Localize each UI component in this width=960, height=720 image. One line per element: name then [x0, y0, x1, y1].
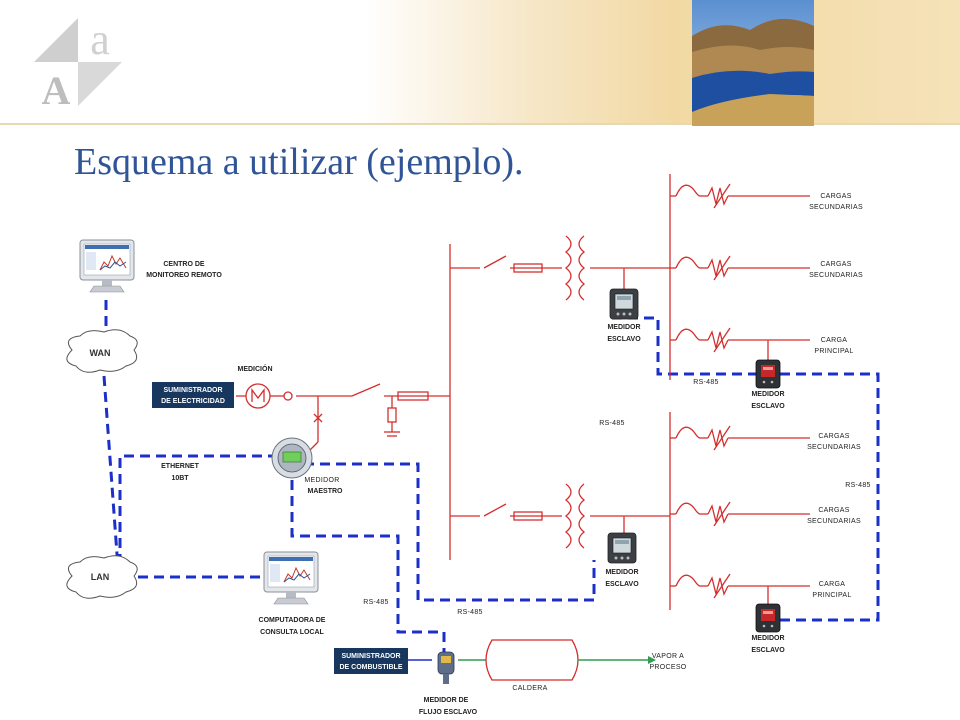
slave-upper-label-1: MEDIDOR [607, 324, 640, 331]
rs485-label-2: RS-485 [599, 420, 625, 427]
slave-meter-main-load-2 [755, 603, 781, 633]
fuel-supplier-line2: DE COMBUSTIBLE [340, 664, 403, 671]
master-meter-label-2: MAESTRO [308, 488, 344, 495]
steam-label-1: VAPOR A [652, 653, 684, 660]
lan-label: LAN [91, 572, 110, 582]
medicion-label: MEDICIÓN [238, 364, 273, 373]
measurement-symbol [245, 383, 271, 409]
master-meter-label-1: MEDIDOR [304, 477, 339, 484]
load-2-label-2: SECUNDARIAS [809, 272, 863, 279]
remote-center-label-1: CENTRO DE [163, 261, 205, 268]
rs485-label-5: RS-485 [457, 609, 483, 616]
flow-meter-label-2: FLUJO ESCLAVO [419, 709, 478, 716]
slave-lower-label-2: ESCLAVO [605, 581, 639, 588]
fuel-supplier-box: SUMINISTRADOR DE COMBUSTIBLE [334, 648, 408, 674]
load-4-label-1: CARGAS [818, 433, 849, 440]
slave-meter-main-load-1 [755, 359, 781, 389]
electric-supplier-line2: DE ELECTRICIDAD [161, 398, 225, 405]
steam-label-2: PROCESO [649, 664, 686, 671]
fuel-supplier-line1: SUMINISTRADOR [341, 653, 400, 660]
slave-meter-lower [607, 532, 637, 564]
wan-cloud: WAN [66, 329, 138, 373]
flow-meter-label-1: MEDIDOR DE [424, 697, 469, 704]
slave-meter-upper [609, 288, 639, 320]
slave-main1-label-1: MEDIDOR [751, 391, 784, 398]
load-5-label-1: CARGAS [818, 507, 849, 514]
ethernet-label-2: 10BT [171, 475, 189, 482]
load-3-label-1: CARGA [821, 337, 847, 344]
load-3-label-2: PRINCIPAL [814, 348, 853, 355]
local-pc-label-2: CONSULTA LOCAL [260, 629, 324, 636]
rs485-label-1: RS-485 [693, 379, 719, 386]
logo: a A [34, 15, 122, 113]
load-6-label-1: CARGA [819, 581, 845, 588]
slave-main2-label-1: MEDIDOR [751, 635, 784, 642]
load-4-label-2: SECUNDARIAS [807, 444, 861, 451]
local-pc-label-1: COMPUTADORA DE [259, 617, 326, 624]
logo-small-letter: a [90, 15, 110, 64]
rs485-label-3: RS-485 [845, 482, 871, 489]
remote-monitor-pc [79, 239, 135, 293]
local-query-pc [263, 551, 319, 605]
flow-meter [437, 651, 455, 684]
slave-main1-label-2: ESCLAVO [751, 403, 785, 410]
landscape-photo [692, 0, 814, 126]
header-band: a A [0, 0, 960, 126]
load-5-label-2: SECUNDARIAS [807, 518, 861, 525]
ethernet-label-1: ETHERNET [161, 463, 199, 470]
slave-upper-label-2: ESCLAVO [607, 336, 641, 343]
lan-cloud: LAN [66, 555, 138, 599]
power-network [236, 174, 811, 610]
slave-main2-label-2: ESCLAVO [751, 647, 785, 654]
communication-network [102, 300, 880, 656]
load-2-label-1: CARGAS [820, 261, 851, 268]
master-meter [271, 437, 313, 479]
slide-title: Esquema a utilizar (ejemplo). [74, 141, 524, 183]
electric-supplier-box: SUMINISTRADOR DE ELECTRICIDAD [152, 382, 234, 408]
boiler-label: CALDERA [512, 685, 547, 692]
load-1-label-1: CARGAS [820, 193, 851, 200]
load-1-label-2: SECUNDARIAS [809, 204, 863, 211]
electric-supplier-line1: SUMINISTRADOR [163, 387, 222, 394]
logo-big-letter: A [42, 68, 71, 113]
remote-center-label-2: MONITOREO REMOTO [146, 272, 222, 279]
load-6-label-2: PRINCIPAL [812, 592, 851, 599]
slave-lower-label-1: MEDIDOR [605, 569, 638, 576]
rs485-label-4: RS-485 [363, 599, 389, 606]
boiler-system [404, 639, 656, 681]
diagram-labels: CENTRO DE MONITOREO REMOTO MEDICIÓN ETHE… [146, 193, 871, 716]
wan-label: WAN [90, 348, 111, 358]
